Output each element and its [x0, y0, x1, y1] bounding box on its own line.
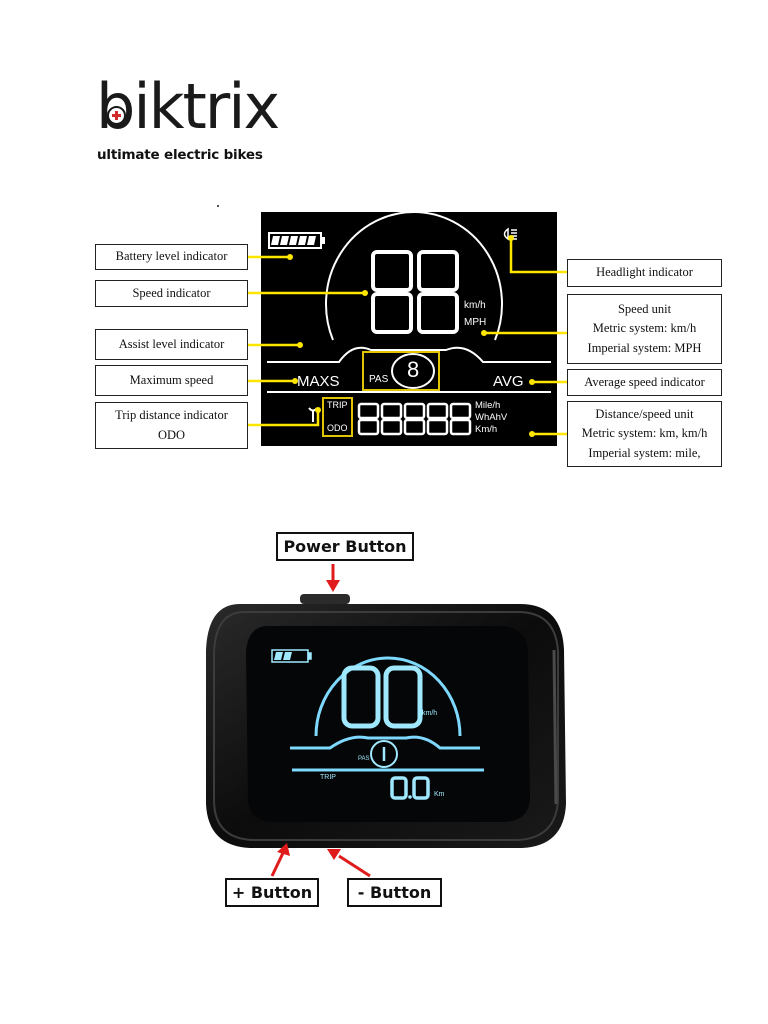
- stray-mark: [217, 205, 219, 207]
- plus-minus-icon: [107, 106, 126, 125]
- speed-digits: [371, 250, 459, 334]
- trip-label: TRIP: [327, 400, 348, 410]
- label-average-speed: Average speed indicator: [567, 369, 722, 396]
- odo-label: ODO: [327, 423, 348, 433]
- device-rim: [213, 611, 559, 841]
- distance-unit-whahv: WhAhV: [475, 412, 508, 423]
- unit-mph: MPH: [464, 317, 487, 328]
- battery-icon: [268, 232, 325, 249]
- maxs-label: MAXS: [297, 373, 340, 390]
- minus-button-callout: - Button: [347, 878, 442, 907]
- distance-digits: [357, 402, 472, 436]
- trip-odo-box: [322, 397, 353, 437]
- device-trip-label: TRIP: [320, 774, 336, 781]
- pas-box: [362, 351, 440, 391]
- wrench-icon: [308, 407, 318, 422]
- device-speedo-arc: [314, 656, 462, 737]
- unit-kmh: km/h: [464, 300, 486, 311]
- device-pas-bar: [290, 735, 480, 750]
- label-trip-distance: Trip distance indicator ODO: [95, 402, 248, 449]
- power-button-nub: [300, 594, 350, 604]
- avg-label: AVG: [493, 373, 524, 390]
- lcd-panel: km/h MPH MAXS AVG PAS 8 TRIP ODO Mile/h …: [261, 212, 557, 446]
- device-distance-unit: Km: [434, 791, 445, 798]
- label-speed-indicator: Speed indicator: [95, 280, 248, 307]
- device-speed-digits: [341, 665, 423, 729]
- device-pas-label: PAS: [358, 756, 370, 762]
- plus-button-callout: + Button: [225, 878, 319, 907]
- lcd-graphics: [267, 212, 551, 437]
- pas-digit-ring: [391, 353, 435, 389]
- pas-digit: 8: [407, 357, 420, 382]
- headlight-icon: [503, 227, 517, 241]
- brand-tagline: ultimate electric bikes: [97, 147, 263, 163]
- plus-arrow: [270, 852, 285, 877]
- label-headlight: Headlight indicator: [567, 259, 722, 287]
- device-pas-ring: [370, 740, 398, 768]
- label-speed-unit: Speed unit Metric system: km/h Imperial …: [567, 294, 722, 364]
- label-battery-level: Battery level indicator: [95, 244, 248, 270]
- brand-name: biktrix: [96, 70, 280, 143]
- pas-label: PAS: [369, 374, 389, 385]
- distance-unit-kmh: Km/h: [475, 424, 498, 435]
- minus-arrow: [338, 854, 371, 878]
- biktrix-logo: biktrix ultimate electric bikes: [96, 76, 296, 170]
- distance-unit-mile: Mile/h: [475, 400, 501, 411]
- device-graphics: [206, 594, 566, 848]
- display-device: km/h PAS TRIP Km: [200, 590, 572, 852]
- label-maximum-speed: Maximum speed: [95, 365, 248, 396]
- label-assist-level: Assist level indicator: [95, 329, 248, 360]
- label-distance-unit: Distance/speed unit Metric system: km, k…: [567, 401, 722, 467]
- power-button-callout: Power Button: [276, 532, 414, 561]
- speedo-arc: [325, 212, 503, 341]
- device-distance-digits: [390, 776, 430, 800]
- device-speed-unit: km/h: [422, 710, 438, 717]
- pas-bar: [267, 346, 551, 363]
- device-battery-icon: [271, 649, 312, 663]
